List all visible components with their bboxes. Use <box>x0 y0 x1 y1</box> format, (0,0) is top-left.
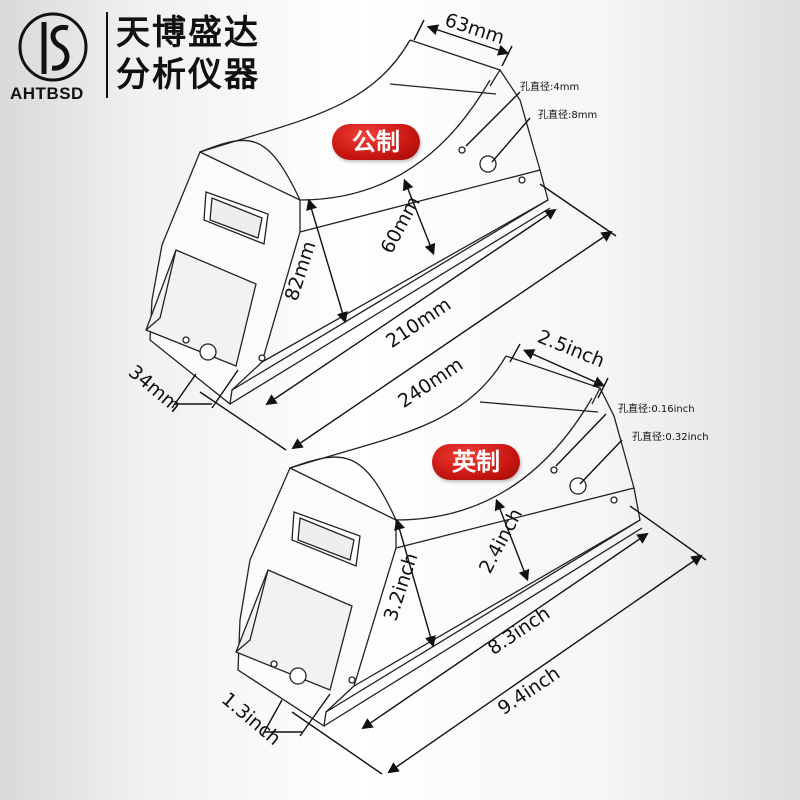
company-name-line1: 天博盛达 <box>116 13 260 53</box>
metric-hole-large-leader <box>491 117 531 163</box>
metric-base-width-dimension <box>171 373 197 409</box>
metric-width-dimension <box>426 24 510 56</box>
metric-top-length-dimension <box>265 208 557 406</box>
logo-divider <box>106 12 108 98</box>
imperial-chock-drawing <box>235 355 643 728</box>
imperial-hole-large-label: 孔直径:0.32inch <box>632 432 709 443</box>
imperial-hole-small-leader <box>555 413 607 467</box>
metric-base-length-dimension <box>291 230 613 450</box>
imperial-width-dimension <box>522 349 606 387</box>
metric-chock-drawing <box>145 39 551 406</box>
metric-badge: 公制 <box>332 124 420 160</box>
imperial-hole-small-label: 孔直径:0.16inch <box>618 404 695 415</box>
imperial-base-width-dimension <box>261 699 283 737</box>
metric-hole-small-label: 孔直径:4mm <box>520 82 580 93</box>
logo-text: AHTBSD <box>10 84 84 103</box>
imperial-hole-large-leader <box>579 439 623 485</box>
company-name-line2: 分析仪器 <box>116 55 260 95</box>
imperial-base-length-dimension <box>387 554 703 774</box>
brand-logo-icon <box>18 12 88 82</box>
imperial-dimension-lines <box>261 343 707 775</box>
imperial-badge: 英制 <box>432 444 520 480</box>
metric-dimension-lines <box>171 19 617 451</box>
metric-hole-small-leader <box>465 91 521 147</box>
metric-hole-large-label: 孔直径:8mm <box>538 110 598 121</box>
brand-header: AHTBSD 天博盛达 分析仪器 <box>0 0 300 110</box>
